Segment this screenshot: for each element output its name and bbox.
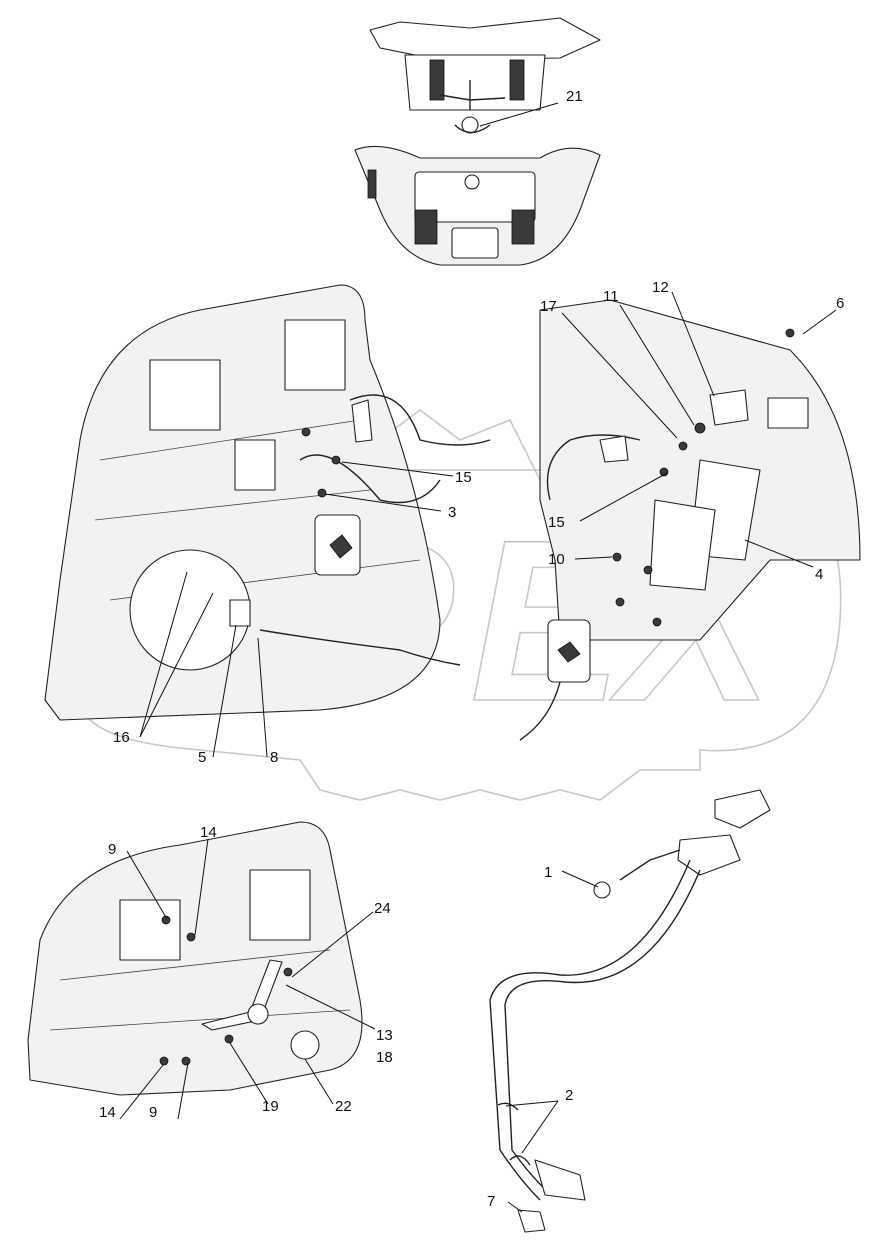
callout-22: 22	[335, 1098, 352, 1115]
callout-17: 17	[540, 298, 557, 315]
callout-2: 2	[565, 1087, 573, 1104]
callout-18: 18	[376, 1049, 393, 1066]
callout-15-upper: 15	[455, 469, 472, 486]
callout-7: 7	[487, 1193, 495, 1210]
callout-9-lower: 9	[149, 1104, 157, 1121]
callout-14-lower: 14	[99, 1104, 116, 1121]
callout-16: 16	[113, 729, 130, 746]
lower-dashboard-panel	[27, 821, 363, 1096]
callout-leaders	[119, 102, 837, 1213]
harness-routing-assembly	[489, 789, 771, 1233]
callout-9-upper: 9	[108, 841, 116, 858]
overhead-panel-assembly	[354, 17, 601, 266]
callout-24: 24	[374, 900, 391, 917]
callout-10: 10	[548, 551, 565, 568]
callout-12: 12	[652, 279, 669, 296]
callout-13: 13	[376, 1027, 393, 1044]
callout-11: 11	[603, 288, 619, 305]
callout-labels: 21 17 11 12 6 15 3 15 10 4 16 5 8 14 9 1…	[99, 88, 844, 1210]
callout-21: 21	[566, 88, 583, 105]
callout-8: 8	[270, 749, 278, 766]
callout-5: 5	[198, 749, 206, 766]
callout-1: 1	[544, 864, 552, 881]
callout-15-right: 15	[548, 514, 565, 531]
callout-6: 6	[836, 295, 844, 312]
callout-3: 3	[448, 504, 456, 521]
callout-4: 4	[815, 566, 823, 583]
callout-19: 19	[262, 1098, 279, 1115]
callout-14-upper: 14	[200, 824, 217, 841]
dashboard-panel-left	[44, 284, 491, 721]
dashboard-panel-right	[519, 299, 861, 741]
